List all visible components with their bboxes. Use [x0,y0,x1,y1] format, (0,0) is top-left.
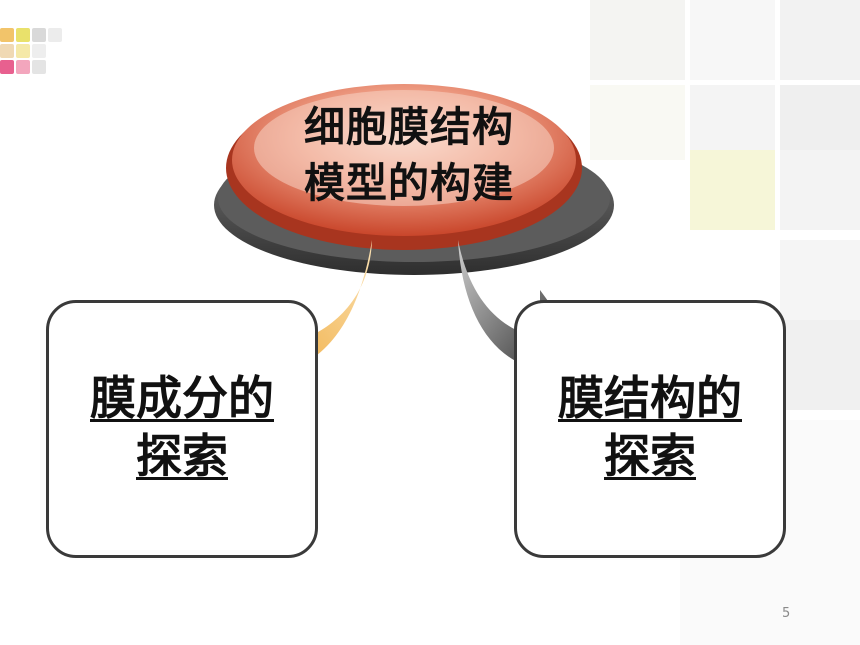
right-node-box: 膜结构的 探索 [514,300,786,558]
center-node-line1: 细胞膜结构 [304,103,514,151]
left-node-box: 膜成分的 探索 [46,300,318,558]
left-node-line2: 探索 [136,429,228,483]
center-node-label: 细胞膜结构 模型的构建 [278,100,540,210]
right-node-line1: 膜结构的 [558,371,742,425]
decorative-logo-squares [0,28,90,78]
left-node-line1: 膜成分的 [90,371,274,425]
right-node-line2: 探索 [604,429,696,483]
page-number: 5 [782,606,791,621]
center-node-line2: 模型的构建 [304,159,514,207]
